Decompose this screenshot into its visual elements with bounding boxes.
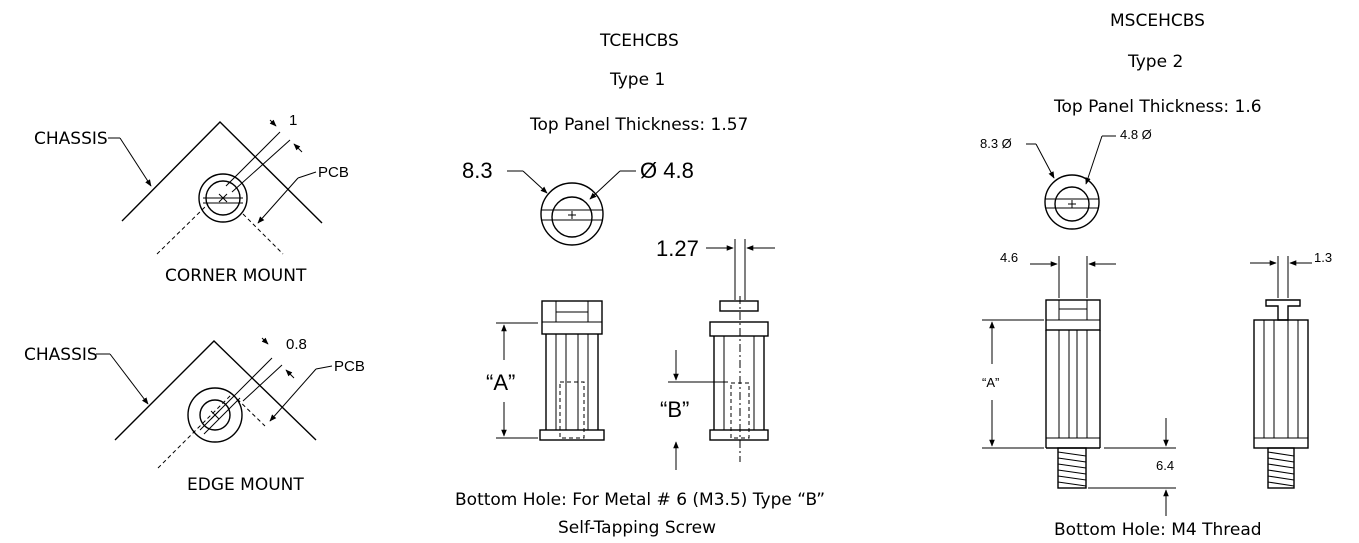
type2-front-view — [1045, 299, 1101, 489]
edge-pcb-label: PCB — [334, 358, 365, 375]
edge-standoff-outer — [187, 387, 243, 443]
type1-dim-a: “A” — [486, 370, 515, 395]
corner-pcb-edge-right — [242, 213, 284, 255]
type2-part-number: MSCEHCBS — [1110, 11, 1205, 31]
type1-part-number: TCEHCBS — [599, 31, 679, 51]
type1-side-view — [709, 296, 769, 462]
edge-gap-dimension: 0.8 — [286, 336, 307, 353]
type2-panel-thickness: Top Panel Thickness: 1.6 — [1053, 97, 1262, 117]
corner-chassis-label: CHASSIS — [34, 129, 108, 149]
type1-top-view-hole — [551, 196, 593, 238]
corner-pcb-edge-left — [156, 203, 209, 255]
type2-section: MSCEHCBS Type 2 Top Panel Thickness: 1.6… — [980, 11, 1332, 540]
type2-dim-a: “A” — [982, 375, 999, 390]
type1-dim-b: “B” — [660, 397, 689, 422]
type1-slot-width: 1.27 — [656, 236, 699, 261]
type1-type-label: Type 1 — [609, 70, 665, 90]
type1-top-view-outer — [540, 182, 604, 246]
type2-top-view-hole — [1054, 186, 1090, 222]
edge-standoff-hole — [199, 399, 231, 431]
corner-chassis-outline — [121, 121, 323, 224]
corner-gap-dimension: 1 — [289, 112, 297, 129]
edge-mount-view: 0.8 PCB CHASSIS EDGE MOUNT — [24, 336, 365, 495]
type1-head-diameter: 8.3 — [462, 158, 493, 183]
type2-type-label: Type 2 — [1127, 52, 1183, 72]
type2-thread-length: 6.4 — [1156, 458, 1174, 473]
edge-pcb-outline — [157, 393, 266, 469]
corner-pcb-label: PCB — [318, 164, 349, 181]
type1-hole-diameter: Ø 4.8 — [640, 158, 694, 183]
type2-slot-width: 1.3 — [1314, 250, 1332, 265]
edge-chassis-outline — [114, 340, 317, 441]
type1-front-view — [539, 300, 605, 441]
edge-chassis-label: CHASSIS — [24, 345, 98, 365]
type1-bottom-hole-line2: Self-Tapping Screw — [558, 518, 716, 538]
type2-side-view — [1253, 299, 1309, 489]
corner-standoff-outer — [198, 173, 248, 223]
type1-bottom-hole-line1: Bottom Hole: For Metal # 6 (M3.5) Type “… — [455, 490, 825, 510]
type1-section: TCEHCBS Type 1 Top Panel Thickness: 1.57… — [455, 31, 825, 538]
type2-head-diameter: 8.3 Ø — [980, 136, 1012, 151]
edge-mount-caption: EDGE MOUNT — [187, 475, 304, 495]
type1-panel-thickness: Top Panel Thickness: 1.57 — [529, 115, 748, 135]
type2-bottom-hole: Bottom Hole: M4 Thread — [1054, 520, 1262, 540]
type2-body-width: 4.6 — [1000, 250, 1018, 265]
type2-top-view-outer — [1044, 174, 1100, 230]
type2-hole-diameter: 4.8 Ø — [1120, 127, 1152, 142]
corner-mount-view: 1 PCB CHASSIS CORNER MOUNT — [34, 112, 349, 286]
corner-mount-caption: CORNER MOUNT — [165, 266, 307, 286]
